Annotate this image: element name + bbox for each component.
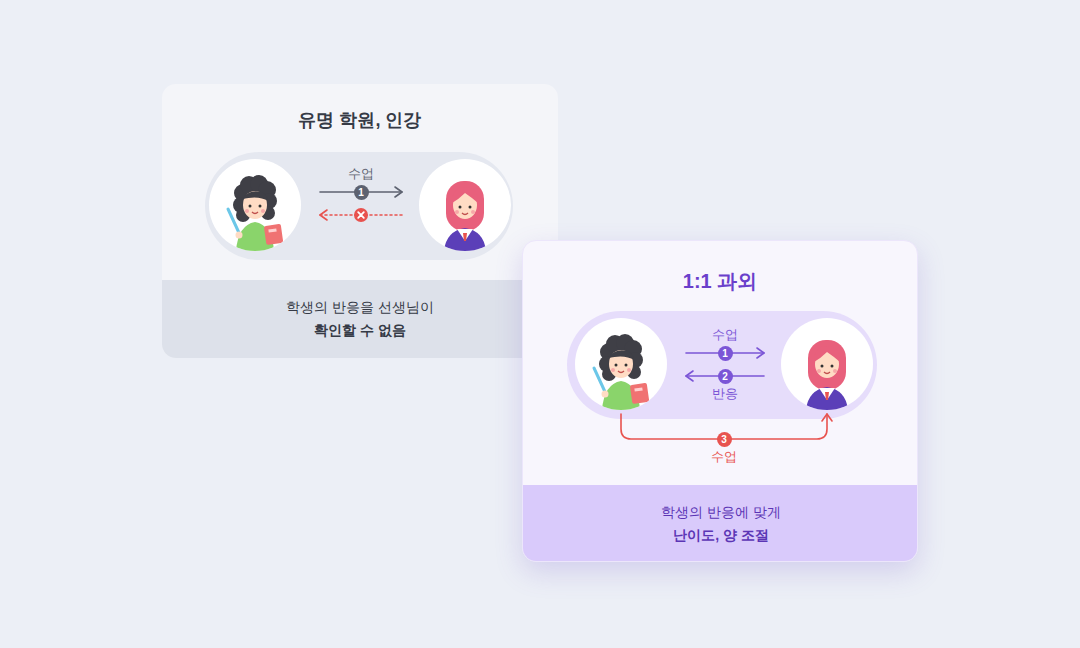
avatar-circle [575,318,667,410]
teacher-figure [209,159,301,251]
band-text: 확인할 수 없음 [314,319,406,342]
callout-number: 1 [718,346,733,361]
card-panel: 유명 학원, 인강학생의 반응을 선생님이확인할 수 없음 [162,84,558,358]
band-text: 난이도, 양 조절 [673,524,769,547]
edge-label: 수업 [710,327,740,343]
teacher-figure [575,318,667,410]
callout-number: 2 [718,369,733,384]
student-figure [419,159,511,251]
avatar-circle [781,318,873,410]
band-text: 학생의 반응에 맞게 [661,501,781,524]
caption-band: 학생의 반응을 선생님이확인할 수 없음 [162,280,558,358]
callout-number: 3 [717,432,732,447]
card-title: 1:1 과외 [523,267,917,295]
avatar-circle [419,159,511,251]
callout-number: 1 [354,185,369,200]
card-title: 유명 학원, 인강 [162,106,558,134]
band-text: 학생의 반응을 선생님이 [286,296,434,319]
edge-label: 반응 [710,386,740,402]
connector-arrow [320,208,402,222]
caption-band: 학생의 반응에 맞게난이도, 양 조절 [523,485,918,562]
avatar-circle [209,159,301,251]
student-figure [781,318,873,410]
edge-label: 수업 [346,166,376,182]
edge-label: 수업 [709,449,739,465]
